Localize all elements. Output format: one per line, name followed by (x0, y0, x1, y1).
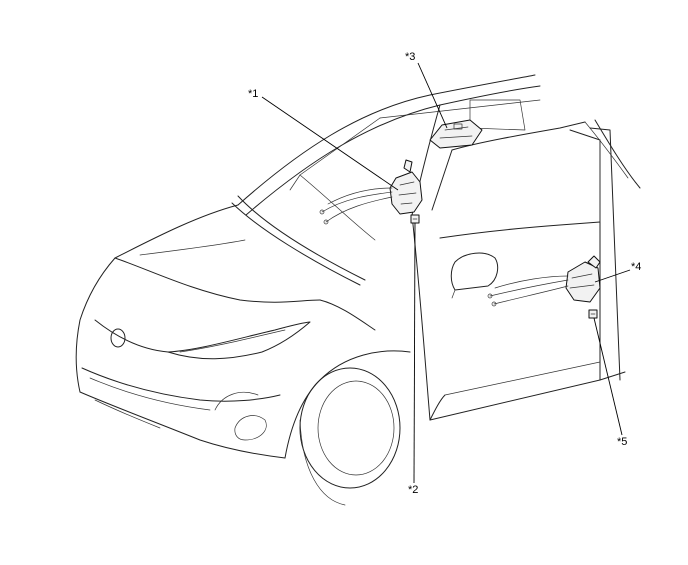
door-lock-assembly-4 (487, 255, 601, 307)
leader-1 (261, 96, 399, 191)
car-body (75, 74, 641, 506)
door-lock-assembly-1 (319, 159, 423, 225)
leader-5 (593, 317, 623, 436)
callout-4: *4 (631, 261, 642, 273)
leader-2 (413, 222, 416, 484)
callout-2: *2 (408, 484, 419, 496)
screw-5 (588, 309, 598, 319)
callout-3: *3 (405, 51, 416, 63)
leader-lines (261, 62, 631, 484)
callout-1: *1 (248, 88, 259, 100)
screw-2 (410, 214, 420, 224)
leader-4 (594, 269, 631, 283)
callout-5: *5 (617, 436, 628, 448)
roof-module-3 (429, 119, 483, 149)
leader-3 (417, 62, 448, 129)
